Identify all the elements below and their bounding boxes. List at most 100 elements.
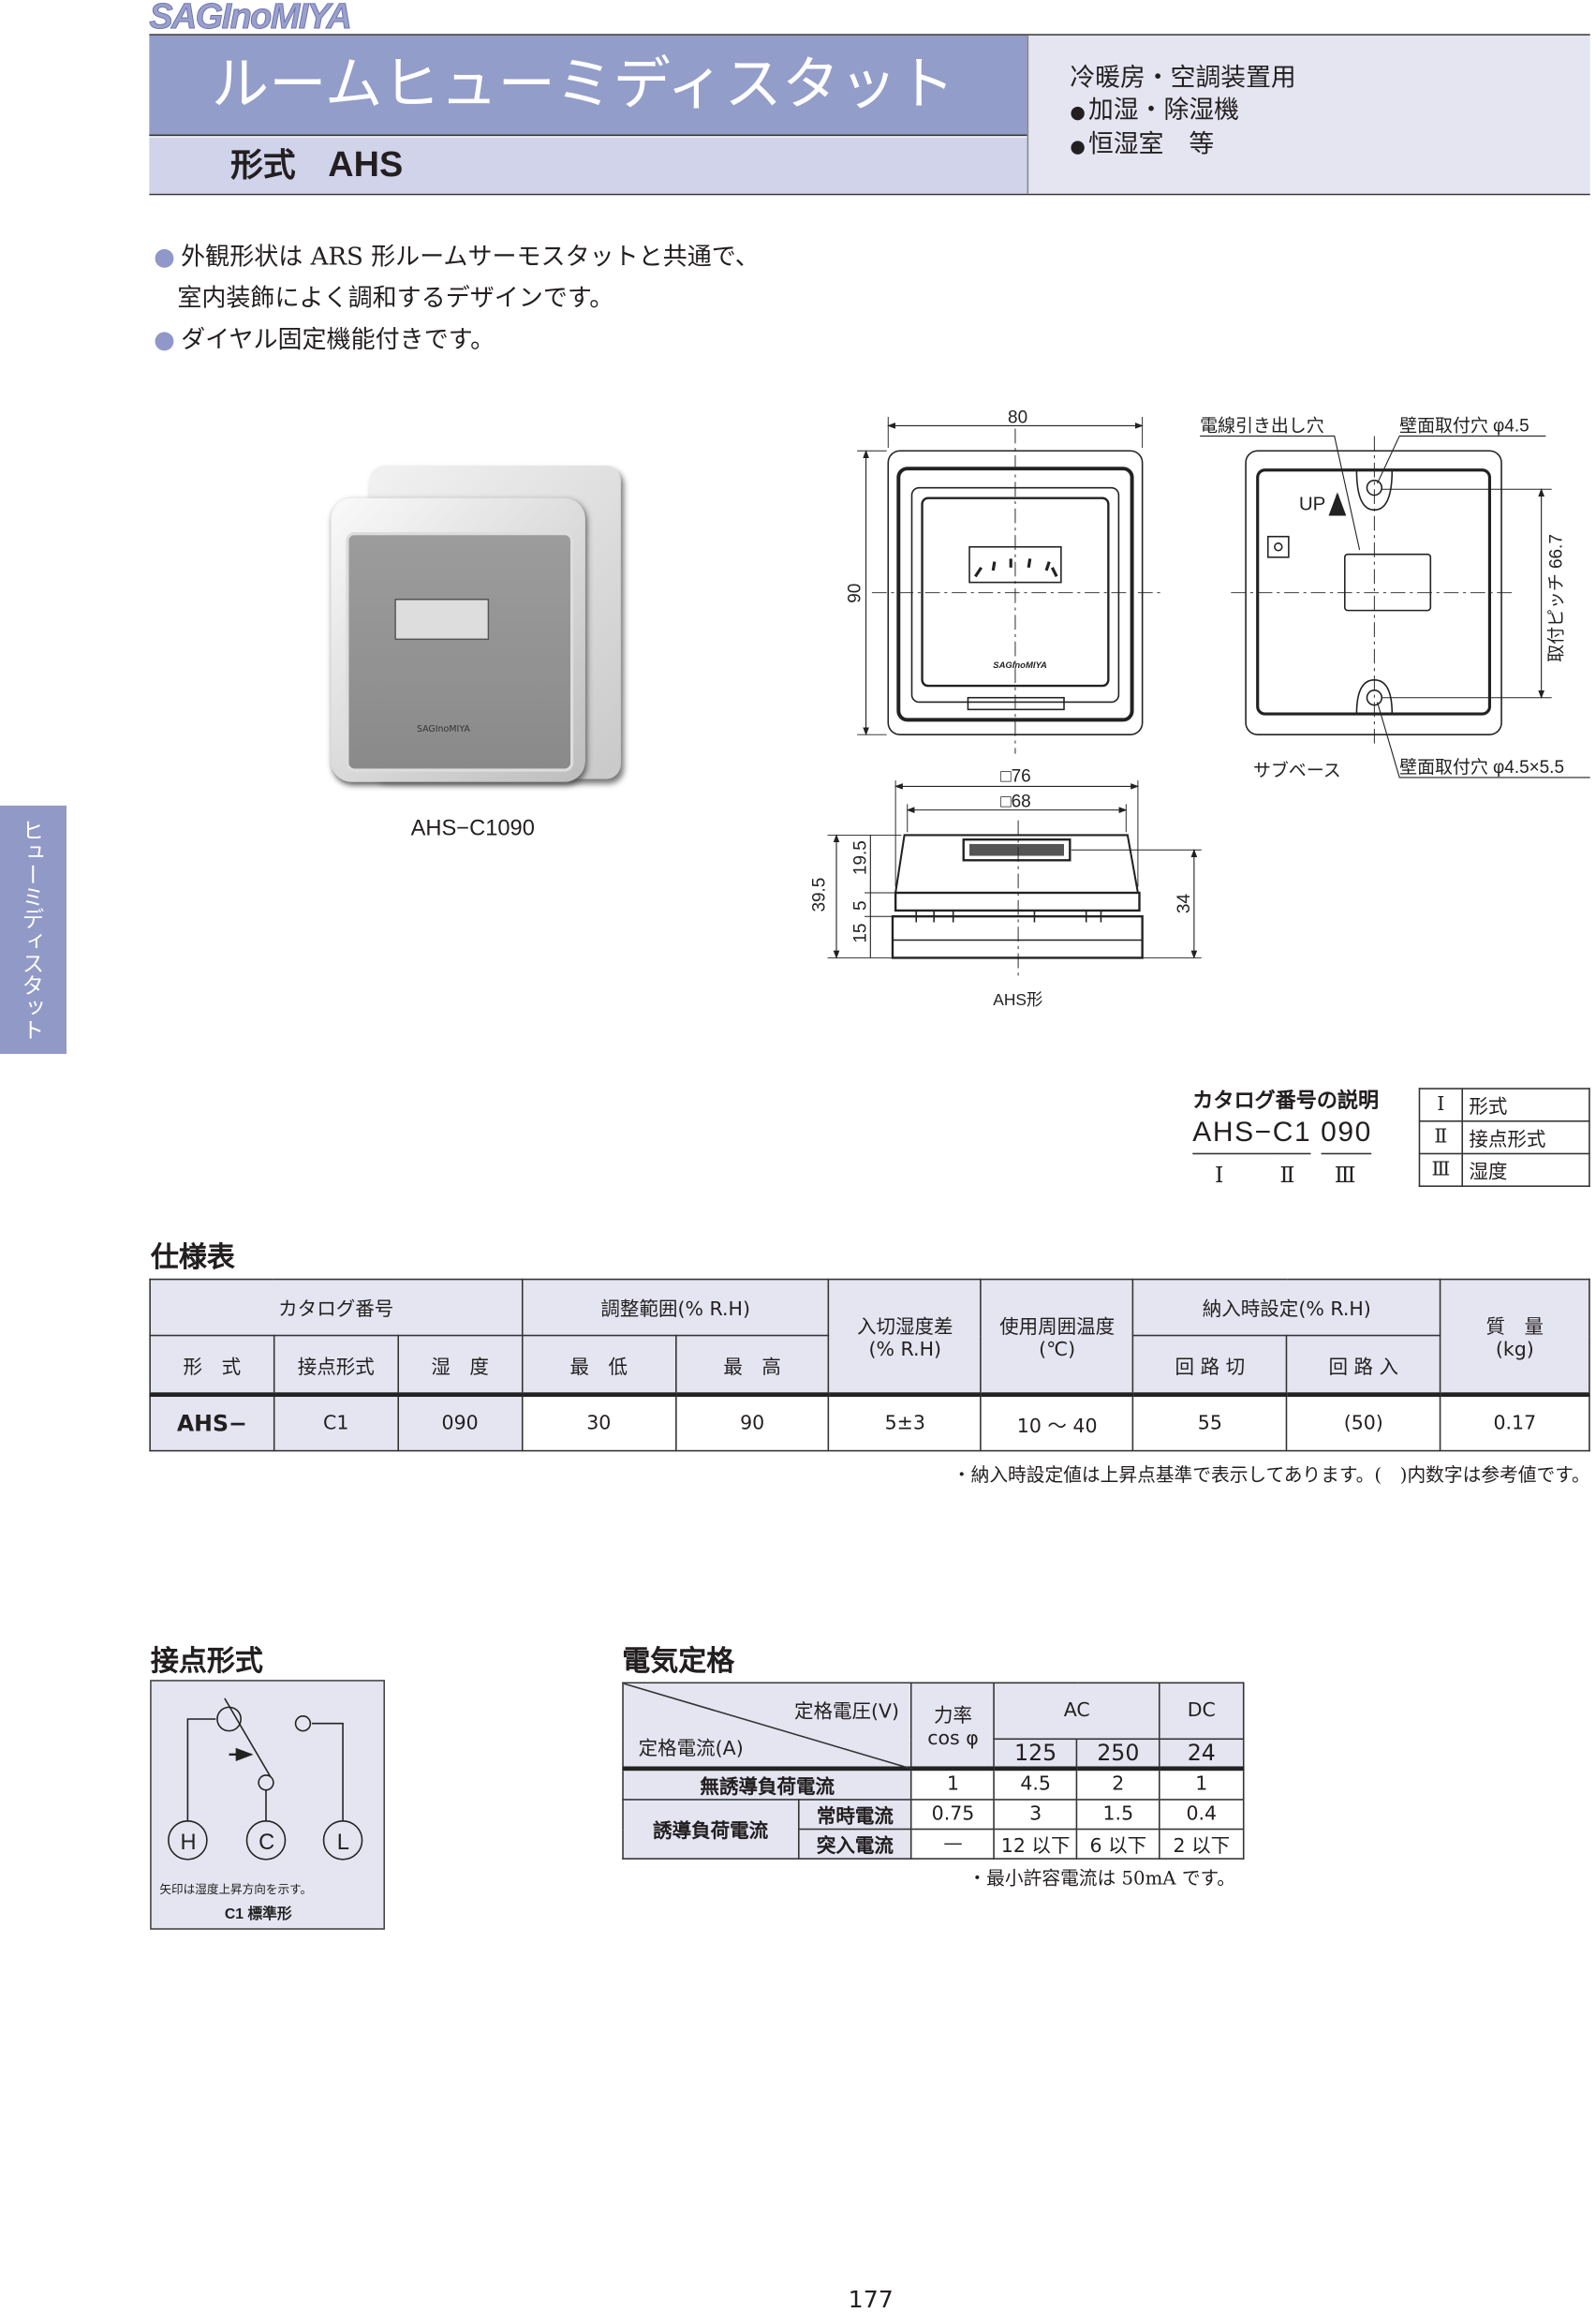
row-label: 常時電流 bbox=[797, 1799, 913, 1831]
model-label: 形式 bbox=[230, 147, 296, 185]
subbase-label: サブベース bbox=[1253, 759, 1341, 780]
voltage-250: 250 bbox=[1075, 1738, 1160, 1770]
page-title: ルームヒューミディスタット bbox=[149, 35, 1027, 137]
usage-item: 加湿・除湿機 bbox=[1070, 95, 1589, 128]
legend-num: Ⅱ bbox=[1418, 1119, 1464, 1155]
table-row: 誘導負荷電流 常時電流 0.75 3 1.5 0.4 bbox=[622, 1799, 1245, 1860]
up-label: UP bbox=[1299, 493, 1325, 514]
front-view bbox=[857, 416, 1160, 754]
mount-pitch-label: 取付ピッチ 66.7 bbox=[1546, 534, 1567, 662]
cell: 1 bbox=[1159, 1766, 1245, 1801]
header-range: 調整範囲(% R.H) bbox=[521, 1278, 830, 1337]
cell: 6 以下 bbox=[1075, 1828, 1160, 1860]
cell: 2 以下 bbox=[1159, 1828, 1245, 1860]
product-photo: SAGInoMIYA bbox=[328, 466, 624, 783]
cell: 0.4 bbox=[1159, 1799, 1245, 1831]
bullet-icon: ● bbox=[154, 242, 175, 271]
side-view bbox=[827, 780, 1202, 979]
header-mass: 質 量(kg) bbox=[1439, 1278, 1590, 1396]
numeral: Ⅰ bbox=[1214, 1162, 1224, 1189]
header-dc: DC bbox=[1159, 1682, 1245, 1741]
legend-label: 湿度 bbox=[1461, 1152, 1590, 1187]
numeral: Ⅲ bbox=[1334, 1162, 1356, 1189]
code-part: C1 bbox=[1272, 1118, 1312, 1155]
terminal-h: H bbox=[180, 1831, 196, 1855]
code-part: AHS− bbox=[1192, 1118, 1273, 1155]
cell: 2 bbox=[1075, 1766, 1160, 1801]
side-caption: AHS形 bbox=[993, 990, 1042, 1009]
cell-min: 30 bbox=[521, 1392, 676, 1452]
row-label: 無誘導負荷電流 bbox=[622, 1766, 913, 1801]
usage-panel: 冷暖房・空調装置用 加湿・除湿機 恒湿室 等 bbox=[1027, 35, 1590, 194]
saginomiya-logo: SAGInoMIYA bbox=[149, 0, 352, 37]
legend-num: Ⅲ bbox=[1418, 1152, 1464, 1187]
contact-note: 矢印は湿度上昇方向を示す。 bbox=[159, 1882, 312, 1896]
model-band: 形式 AHS bbox=[149, 137, 1027, 194]
dim-34: 34 bbox=[1175, 894, 1194, 913]
spec-table: カタログ番号 調整範囲(% R.H) 入切湿度差(% R.H) 使用周囲温度(℃… bbox=[149, 1278, 1590, 1452]
contact-heading: 接点形式 bbox=[150, 1645, 263, 1678]
row-group-label: 誘導負荷電流 bbox=[622, 1799, 800, 1860]
header-diagonal: 定格電圧(V) 定格電流(A) bbox=[622, 1682, 914, 1770]
cell-temp: 10 ～ 40 bbox=[980, 1392, 1134, 1452]
dim-width: 80 bbox=[1008, 408, 1027, 427]
current-label: 定格電流(A) bbox=[638, 1738, 744, 1761]
feature-text: ダイヤル固定機能付きです。 bbox=[181, 325, 495, 354]
cell-model: AHS− bbox=[149, 1392, 275, 1452]
header-ac: AC bbox=[993, 1682, 1160, 1741]
usage-item: 恒湿室 等 bbox=[1070, 128, 1589, 162]
feature-text: 外観形状は ARS 形ルームサーモスタットと共通で、 bbox=[181, 242, 760, 271]
subbase-view bbox=[1200, 435, 1590, 778]
mount-hole-bottom-label: 壁面取付穴 φ4.5×5.5 bbox=[1399, 757, 1564, 778]
product-header: ルームヒューミディスタット 形式 AHS 冷暖房・空調装置用 加湿・除湿機 恒湿室… bbox=[149, 34, 1590, 196]
drawing-logo: SAGInoMIYA bbox=[993, 660, 1047, 671]
row-label: 突入電流 bbox=[797, 1828, 913, 1860]
dim-76: □76 bbox=[1000, 767, 1030, 787]
header-diff: 入切湿度差(% R.H) bbox=[828, 1278, 983, 1396]
terminal-l: L bbox=[337, 1831, 349, 1855]
table-row: 突入電流 — 12 以下 6 以下 2 以下 bbox=[623, 1828, 1245, 1860]
dim-5: 5 bbox=[851, 900, 871, 911]
feature-list: ●外観形状は ARS 形ルームサーモスタットと共通で、 室内装飾によく調和するデ… bbox=[154, 236, 760, 361]
electrical-note: ・最小許容電流は 50mA です。 bbox=[968, 1866, 1236, 1890]
cell-diff: 5±3 bbox=[828, 1392, 983, 1452]
code-part: 090 bbox=[1321, 1118, 1372, 1155]
header-catalog: カタログ番号 bbox=[149, 1278, 524, 1337]
cell: 4.5 bbox=[993, 1766, 1078, 1801]
contact-type: C1 標準形 bbox=[225, 1905, 292, 1922]
dim-68: □68 bbox=[1000, 792, 1030, 811]
terminal-c: C bbox=[259, 1831, 274, 1855]
spec-heading: 仕様表 bbox=[150, 1241, 235, 1275]
dim-39-5: 39.5 bbox=[809, 878, 829, 912]
voltage-24: 24 bbox=[1159, 1738, 1245, 1770]
subheader: 最 低 bbox=[521, 1334, 676, 1396]
cell-off: 55 bbox=[1132, 1392, 1288, 1452]
table-row: AHS− C1 090 30 90 5±3 10 ～ 40 55 (50) 0.… bbox=[149, 1392, 1590, 1452]
model-name: AHS bbox=[328, 144, 404, 185]
subheader: 湿 度 bbox=[397, 1334, 524, 1396]
usage-title: 冷暖房・空調装置用 bbox=[1070, 63, 1296, 94]
legend-label: 接点形式 bbox=[1461, 1119, 1590, 1155]
subheader: 形 式 bbox=[149, 1334, 275, 1396]
section-tab[interactable]: ヒューミディスタット bbox=[0, 805, 67, 1054]
contact-diagram bbox=[150, 1680, 386, 1930]
cell-max: 90 bbox=[674, 1392, 830, 1452]
cell-contact: C1 bbox=[273, 1392, 399, 1452]
cell: 0.75 bbox=[910, 1799, 996, 1831]
dim-height: 90 bbox=[845, 584, 864, 603]
dim-19-5: 19.5 bbox=[851, 840, 871, 875]
cell: 12 以下 bbox=[993, 1828, 1078, 1860]
subheader: 回 路 切 bbox=[1132, 1334, 1288, 1396]
feature-text: 室内装飾によく調和するデザインです。 bbox=[177, 283, 614, 312]
diagonal-line bbox=[623, 1683, 914, 1770]
header-setting: 納入時設定(% R.H) bbox=[1132, 1278, 1441, 1337]
photo-logo: SAGInoMIYA bbox=[416, 724, 470, 735]
legend-num: Ⅰ bbox=[1418, 1088, 1464, 1122]
table-row: 無誘導負荷電流 1 4.5 2 1 bbox=[622, 1766, 1245, 1801]
dim-15: 15 bbox=[851, 924, 871, 943]
page-number: 177 bbox=[848, 2285, 894, 2313]
spec-note: ・納入時設定値は上昇点基準で表示してあります。( )内数字は参考値です。 bbox=[952, 1463, 1590, 1486]
photo-caption: AHS−C1090 bbox=[410, 815, 535, 841]
voltage-125: 125 bbox=[993, 1738, 1078, 1770]
